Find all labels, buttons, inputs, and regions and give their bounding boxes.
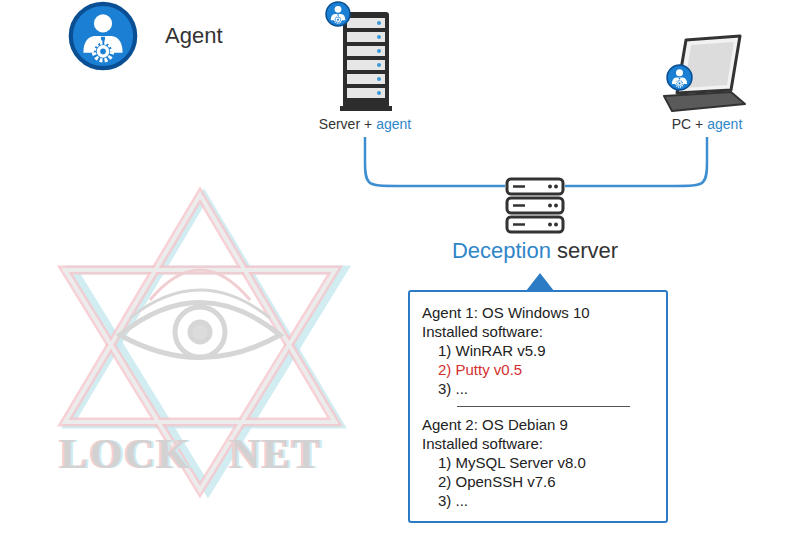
software-item: 3) ...: [422, 379, 468, 398]
node-caption-row: Deceptionserver: [452, 238, 618, 264]
watermark-text: NET: [230, 430, 322, 478]
software-item: 2) Putty v0.5: [422, 360, 522, 379]
node-title: Deception: [452, 238, 551, 263]
software-item: 1) WinRAR v5.9: [422, 341, 546, 360]
legend-agent-icon: [68, 1, 138, 71]
pc-node: PC +agent: [672, 31, 743, 133]
deception-server-icon: [507, 179, 563, 232]
software-item: 1) MySQL Server v8.0: [422, 453, 586, 472]
node-caption: agent: [376, 116, 411, 132]
agent-heading: Agent 2: OS Debian 9: [422, 415, 568, 434]
watermark-eye: [120, 270, 280, 358]
legend-item: Agent: [68, 1, 223, 71]
laptop-icon: [664, 36, 745, 111]
watermark-text: LOCK: [60, 430, 192, 478]
node-caption: Server +: [319, 116, 372, 132]
agent-heading: Installed software:: [422, 322, 543, 341]
software-item: 3) ...: [422, 491, 468, 510]
node-caption: agent: [707, 116, 742, 132]
separator-line: [457, 406, 630, 407]
deception-server-node: Deceptionserver: [505, 178, 565, 234]
info-callout: Agent 1: OS Windows 10Installed software…: [408, 290, 668, 523]
node-title: server: [557, 238, 618, 263]
software-item: 2) OpenSSH v7.6: [422, 472, 556, 491]
node-caption: PC +: [672, 116, 704, 132]
server-icon: [326, 2, 392, 111]
network-link: [565, 137, 707, 186]
network-link: [365, 137, 505, 186]
callout-pointer: [526, 273, 554, 291]
server-node: Server +agent: [319, 5, 411, 133]
agent-heading: Agent 1: OS Windows 10: [422, 303, 590, 322]
agent-heading: Installed software:: [422, 434, 543, 453]
legend-text: Agent: [165, 23, 223, 49]
